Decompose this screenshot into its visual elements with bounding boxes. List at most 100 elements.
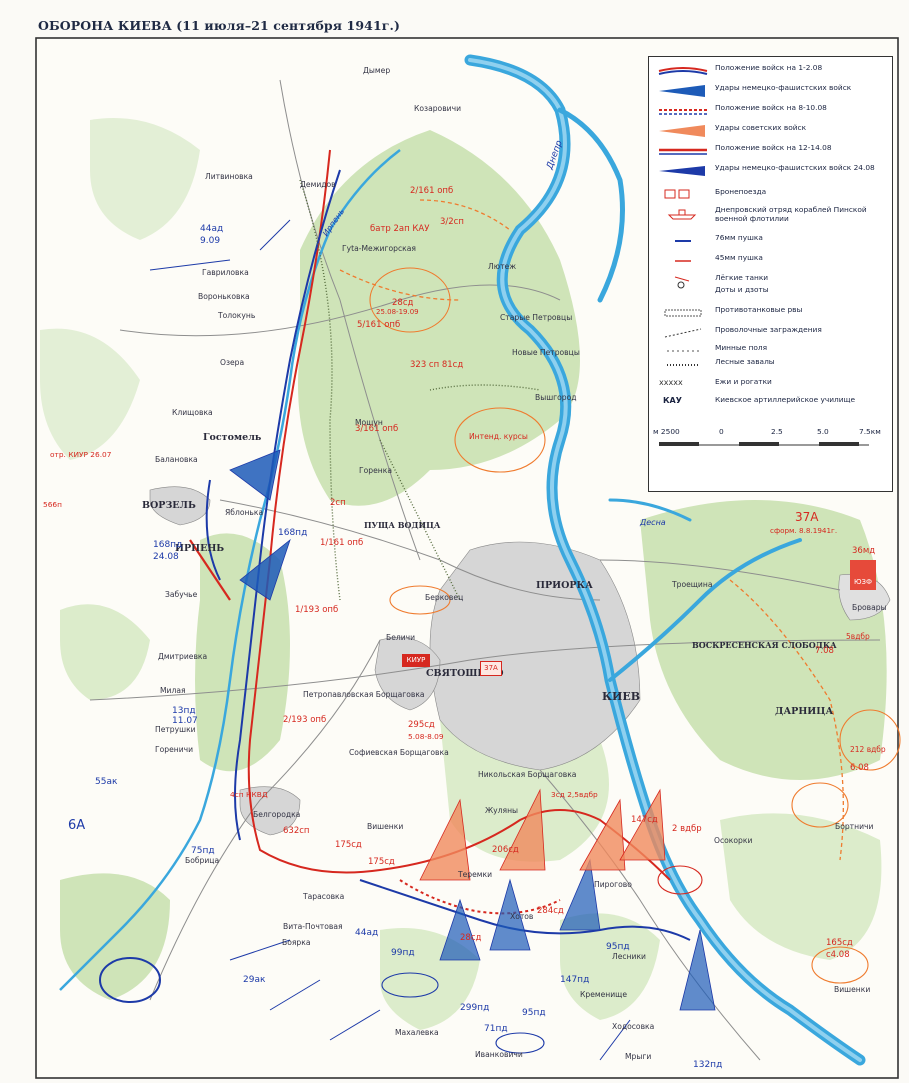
place-label: ПУЩА ВОДИЦА bbox=[364, 520, 441, 530]
place-label: Вишенки bbox=[834, 985, 871, 994]
railways bbox=[299, 179, 541, 601]
place-label: Козаровичи bbox=[414, 104, 462, 113]
legend-text: Противотанковые рвы bbox=[715, 305, 803, 314]
place-label: Берковец bbox=[425, 593, 464, 602]
place-label: Вышгород bbox=[535, 393, 577, 402]
place-label: ВОРЗЕЛЬ bbox=[142, 500, 196, 511]
legend-row: КАУ Киевское артиллерийское училище bbox=[649, 393, 892, 413]
unit-label: 175сд bbox=[335, 840, 362, 850]
map-legend: Положение войск на 1-2.08 Удары немецко-… bbox=[648, 56, 893, 492]
unit-label: 37А bbox=[795, 510, 819, 524]
place-label: Бортничи bbox=[835, 822, 874, 831]
scale-bar: м 2500 0 2.5 5.0 7.5км bbox=[649, 417, 892, 457]
wire-icon bbox=[664, 328, 702, 338]
place-label: ИРПЕНЬ bbox=[175, 543, 225, 554]
kiur-box: КИУР bbox=[402, 654, 430, 667]
flotilla-ship-icon bbox=[667, 209, 697, 220]
legend-row: Лесные завалы bbox=[649, 355, 892, 375]
place-label: Горенка bbox=[359, 466, 392, 475]
place-label: Боярка bbox=[282, 938, 311, 947]
place-label: Хотов bbox=[510, 912, 534, 921]
legend-text: Положение войск на 1-2.08 bbox=[715, 63, 823, 72]
unit-label: 28сд bbox=[392, 298, 414, 308]
place-label: Ходосовка bbox=[612, 1022, 655, 1031]
armored-train-icon bbox=[664, 189, 690, 199]
place-label: Беличи bbox=[386, 633, 416, 642]
place-label: Кременище bbox=[580, 990, 628, 999]
legend-text: Положение войск на 12-14.08 bbox=[715, 143, 832, 152]
legend-text: 45мм пушка bbox=[715, 253, 763, 262]
unit-label: 6.08 bbox=[850, 763, 869, 773]
kau-label: КАУ bbox=[663, 396, 682, 405]
map-title: ОБОРОНА КИЕВА (11 июля–21 сентября 1941г… bbox=[38, 18, 400, 33]
place-label: Теремки bbox=[458, 870, 493, 879]
anti-tank-ditch-icon bbox=[664, 309, 702, 317]
legend-row: ххххх Ежи и рогатки bbox=[649, 375, 892, 395]
unit-label: 206сд bbox=[492, 845, 519, 855]
cannon-45-icon bbox=[675, 260, 691, 262]
place-label: Мрыги bbox=[625, 1052, 652, 1061]
unit-label: 25.08-19.09 bbox=[376, 308, 419, 316]
place-label: ДАРНИЦА bbox=[775, 706, 834, 717]
unit-label: 1/193 опб bbox=[295, 605, 339, 615]
unit-label: 284сд bbox=[537, 906, 564, 916]
place-label: СВЯТОШИНО bbox=[426, 668, 504, 679]
legend-row: Днепровский отряд кораблей Пинской военн… bbox=[649, 203, 892, 223]
unit-label: 5вдбр bbox=[846, 632, 870, 641]
place-label: Дымер bbox=[363, 66, 391, 75]
unit-label: 566п bbox=[43, 500, 62, 509]
place-label: Никольская Борщаговка bbox=[478, 770, 577, 779]
unit-label: 24.08 bbox=[153, 552, 179, 562]
unit-label: 2/193 опб bbox=[283, 715, 327, 725]
unit-label: 29ак bbox=[243, 975, 266, 985]
unit-label: 2сп bbox=[330, 498, 346, 508]
unit-label: 2/161 опб bbox=[410, 186, 454, 196]
place-label: Троещина bbox=[672, 580, 713, 589]
unit-label: 132пд bbox=[693, 1060, 723, 1070]
place-label: Толокунь bbox=[218, 311, 256, 320]
kiur-box-label: КИУР bbox=[406, 656, 426, 664]
unit-label: батр 2ап КАУ bbox=[370, 224, 430, 234]
hedgehog-icon: ххххх bbox=[659, 378, 683, 387]
unit-label: 44ад bbox=[355, 928, 379, 938]
unit-label: 147сд bbox=[631, 815, 658, 825]
place-label: Осокорки bbox=[714, 836, 753, 845]
army-37-box: 37А bbox=[480, 661, 502, 676]
unit-label: 632сп bbox=[283, 826, 310, 836]
unit-label: 99пд bbox=[391, 948, 415, 958]
legend-text: 76мм пушка bbox=[715, 233, 763, 242]
unit-label: 11.07 bbox=[172, 716, 198, 726]
legend-text: Положение войск на 8-10.08 bbox=[715, 103, 827, 112]
legend-text: Проволочные заграждения bbox=[715, 325, 822, 334]
legend-row: Удары немецко-фашистских войск bbox=[649, 81, 892, 101]
scale-tick: 2.5 bbox=[771, 427, 783, 436]
roads bbox=[89, 79, 881, 1061]
place-label: Пирогово bbox=[594, 880, 632, 889]
scale-tick: 7.5км bbox=[859, 427, 881, 436]
unit-label: 75пд bbox=[191, 846, 215, 856]
unit-label: 36мд bbox=[852, 546, 876, 556]
legend-row: 76мм пушка bbox=[649, 231, 892, 251]
legend-text: Доты и дзоты bbox=[715, 285, 769, 294]
front-hq-box-label: ЮЗФ bbox=[853, 578, 873, 586]
legend-row: Положение войск на 8-10.08 bbox=[649, 101, 892, 121]
legend-text: Минные поля bbox=[715, 343, 768, 352]
legend-row: Бронепоезда bbox=[649, 185, 892, 205]
place-label: Вороньковка bbox=[198, 292, 250, 301]
soviet-front-lines bbox=[189, 149, 844, 915]
place-label: Бровары bbox=[852, 603, 887, 612]
legend-row: Проволочные заграждения bbox=[649, 323, 892, 343]
place-label: Бобрица bbox=[185, 856, 220, 865]
unit-label: 3/161 опб bbox=[355, 424, 399, 434]
legend-text: Удары немецко-фашистских войск bbox=[715, 83, 852, 92]
place-label: Иванковичи bbox=[475, 1050, 523, 1059]
scale-tick: 0 bbox=[719, 427, 724, 436]
forest-obstacle-icon bbox=[667, 364, 699, 366]
soviet-attack-icon bbox=[659, 125, 705, 137]
light-tank-icon bbox=[674, 276, 690, 289]
german-attack-arrows bbox=[229, 449, 716, 1011]
legend-text: Бронепоезда bbox=[715, 187, 767, 196]
unit-label: 212 вдбр bbox=[850, 745, 886, 754]
